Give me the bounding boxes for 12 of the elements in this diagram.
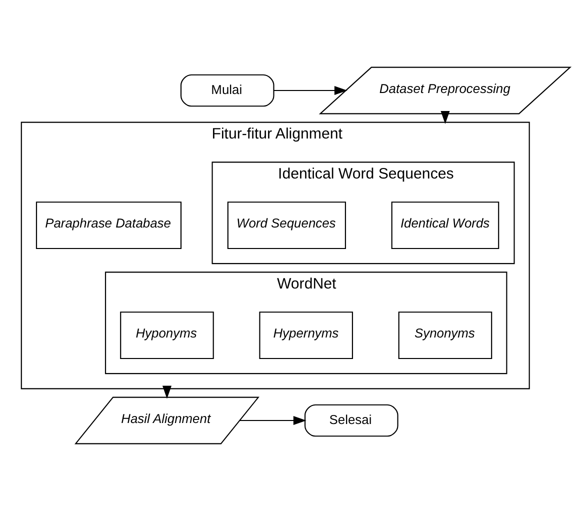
node-box: Paraphrase Database bbox=[36, 202, 182, 250]
node-box: Mulai bbox=[180, 74, 274, 107]
node-box: Word Sequences bbox=[227, 202, 346, 250]
arrow bbox=[274, 86, 348, 96]
arrow bbox=[440, 111, 450, 124]
node-box: Selesai bbox=[304, 404, 398, 437]
node-box: Hypernyms bbox=[259, 312, 354, 360]
arrow bbox=[240, 416, 306, 426]
node-box: Hyponyms bbox=[120, 312, 214, 360]
arrow bbox=[162, 386, 172, 399]
node-box: Identical Words bbox=[391, 202, 500, 250]
node-box: Synonyms bbox=[398, 312, 492, 360]
